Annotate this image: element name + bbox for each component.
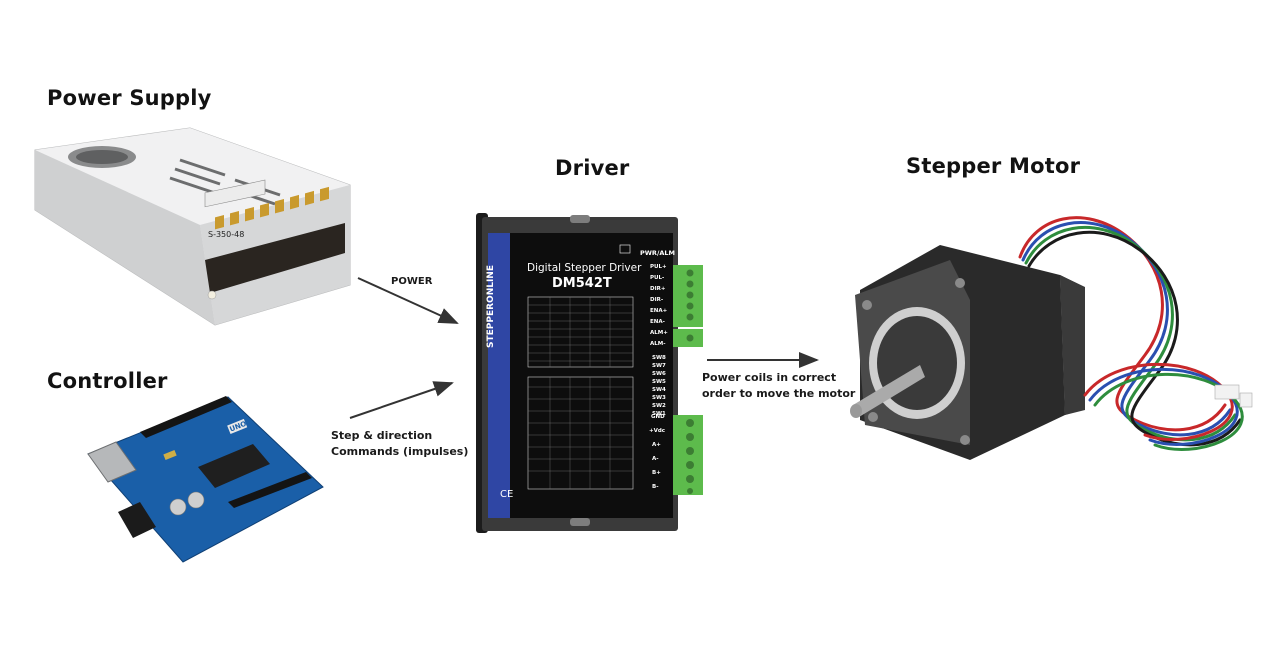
coils-arrow-label: Power coils in correct order to move the…: [702, 370, 855, 402]
command-label-line1: Step & direction: [331, 429, 433, 442]
controller-heading: Controller: [47, 369, 168, 393]
pin-label: PUL-: [650, 275, 665, 281]
driver-heading: Driver: [555, 156, 630, 180]
coils-label-line2: order to move the motor: [702, 387, 856, 400]
pin-label: SW2: [652, 403, 666, 409]
pin-label: +Vdc: [649, 428, 666, 434]
coils-label-line1: Power coils in correct: [702, 371, 837, 384]
arduino-controller-image: UNO: [87, 396, 324, 563]
pin-label: PUL+: [650, 264, 667, 270]
pin-label: SW7: [652, 363, 666, 369]
stepper-driver-image: CE: [476, 213, 703, 533]
pin-label: B-: [652, 484, 659, 490]
power-arrow: [357, 277, 459, 324]
power-supply-image: S-350-48: [34, 127, 351, 326]
pin-label: ALM+: [650, 330, 668, 336]
command-arrow: [349, 381, 454, 419]
command-arrow-label: Step & direction Commands (impulses): [331, 428, 468, 460]
pin-label: GND: [651, 414, 665, 420]
command-label-line2: Commands (impulses): [331, 445, 469, 458]
pin-label: A-: [652, 456, 659, 462]
pin-label: SW8: [652, 355, 666, 361]
psu-model-label: S-350-48: [208, 230, 244, 239]
pin-label: ENA-: [650, 319, 665, 325]
power-arrow-label: POWER: [391, 276, 433, 287]
pin-label: SW1: [652, 411, 666, 417]
stepper-motor-heading: Stepper Motor: [906, 154, 1081, 178]
stepper-motor-image: [850, 216, 1253, 460]
power-supply-heading: Power Supply: [47, 86, 212, 110]
pin-label: ENA+: [650, 308, 668, 314]
driver-model-label: DM542T: [552, 276, 612, 291]
pin-label: ALM-: [650, 341, 666, 347]
svg-text:CE: CE: [500, 489, 513, 500]
pin-label: SW5: [652, 379, 666, 385]
pin-label: SW4: [652, 387, 666, 393]
pin-label: DIR+: [650, 286, 666, 292]
pin-label: A+: [652, 442, 661, 448]
driver-title-label: Digital Stepper Driver: [527, 262, 642, 274]
driver-indicator-label: PWR/ALM: [640, 249, 675, 257]
pin-label: DIR-: [650, 297, 664, 303]
pin-label: SW6: [652, 371, 666, 377]
pin-label: SW3: [652, 395, 666, 401]
pin-label: B+: [652, 470, 661, 476]
